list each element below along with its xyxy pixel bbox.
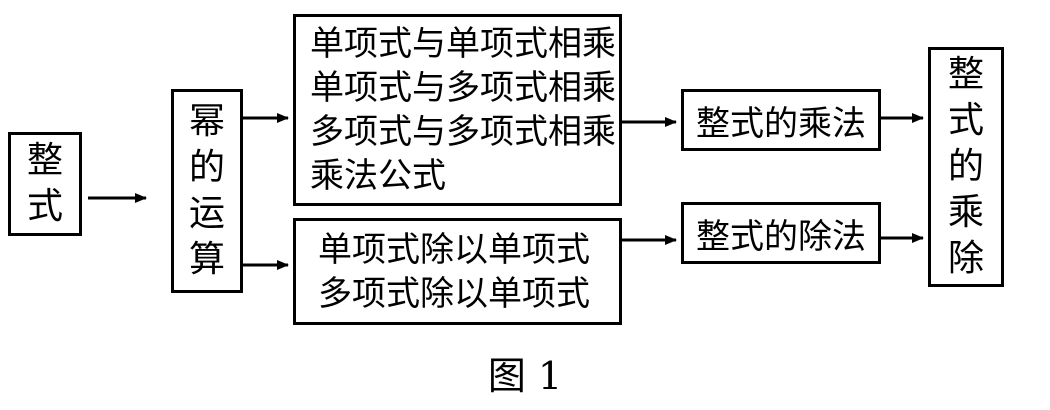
mult-type-item: 乘法公式 [310, 156, 446, 196]
node-result-char: 除 [947, 238, 984, 279]
node-zhengshi-char: 整 [26, 140, 63, 181]
node-div-types: 单项式除以单项式 多项式除以单项式 [293, 218, 622, 325]
figure-caption: 图 1 [487, 354, 563, 398]
node-mi-yunsuan: 幂 的 运 算 [171, 89, 243, 293]
node-div: 整式的除法 [681, 202, 881, 264]
node-mult-label: 整式的乘法 [696, 103, 866, 144]
node-mult-types: 单项式与单项式相乘 单项式与多项式相乘 多项式与多项式相乘 乘法公式 [293, 14, 622, 206]
node-mi-char: 的 [188, 147, 225, 188]
node-zhengshi-char: 式 [26, 186, 63, 227]
node-result-char: 乘 [947, 192, 984, 233]
mult-type-item: 多项式与多项式相乘 [310, 112, 616, 152]
node-mi-char: 算 [188, 239, 225, 280]
node-div-label: 整式的除法 [696, 216, 866, 257]
node-mult: 整式的乘法 [681, 89, 881, 151]
node-result-char: 整 [947, 54, 984, 95]
node-result-char: 式 [947, 100, 984, 141]
div-type-item: 多项式除以单项式 [318, 273, 590, 314]
node-result: 整 式 的 乘 除 [928, 47, 1004, 287]
node-zhengshi: 整 式 [8, 132, 82, 236]
node-mi-char: 运 [188, 193, 225, 234]
mult-type-item: 单项式与单项式相乘 [310, 24, 616, 64]
node-mi-char: 幂 [188, 101, 225, 142]
div-type-item: 单项式除以单项式 [318, 229, 590, 270]
mult-type-item: 单项式与多项式相乘 [310, 68, 616, 108]
node-result-char: 的 [947, 146, 984, 187]
